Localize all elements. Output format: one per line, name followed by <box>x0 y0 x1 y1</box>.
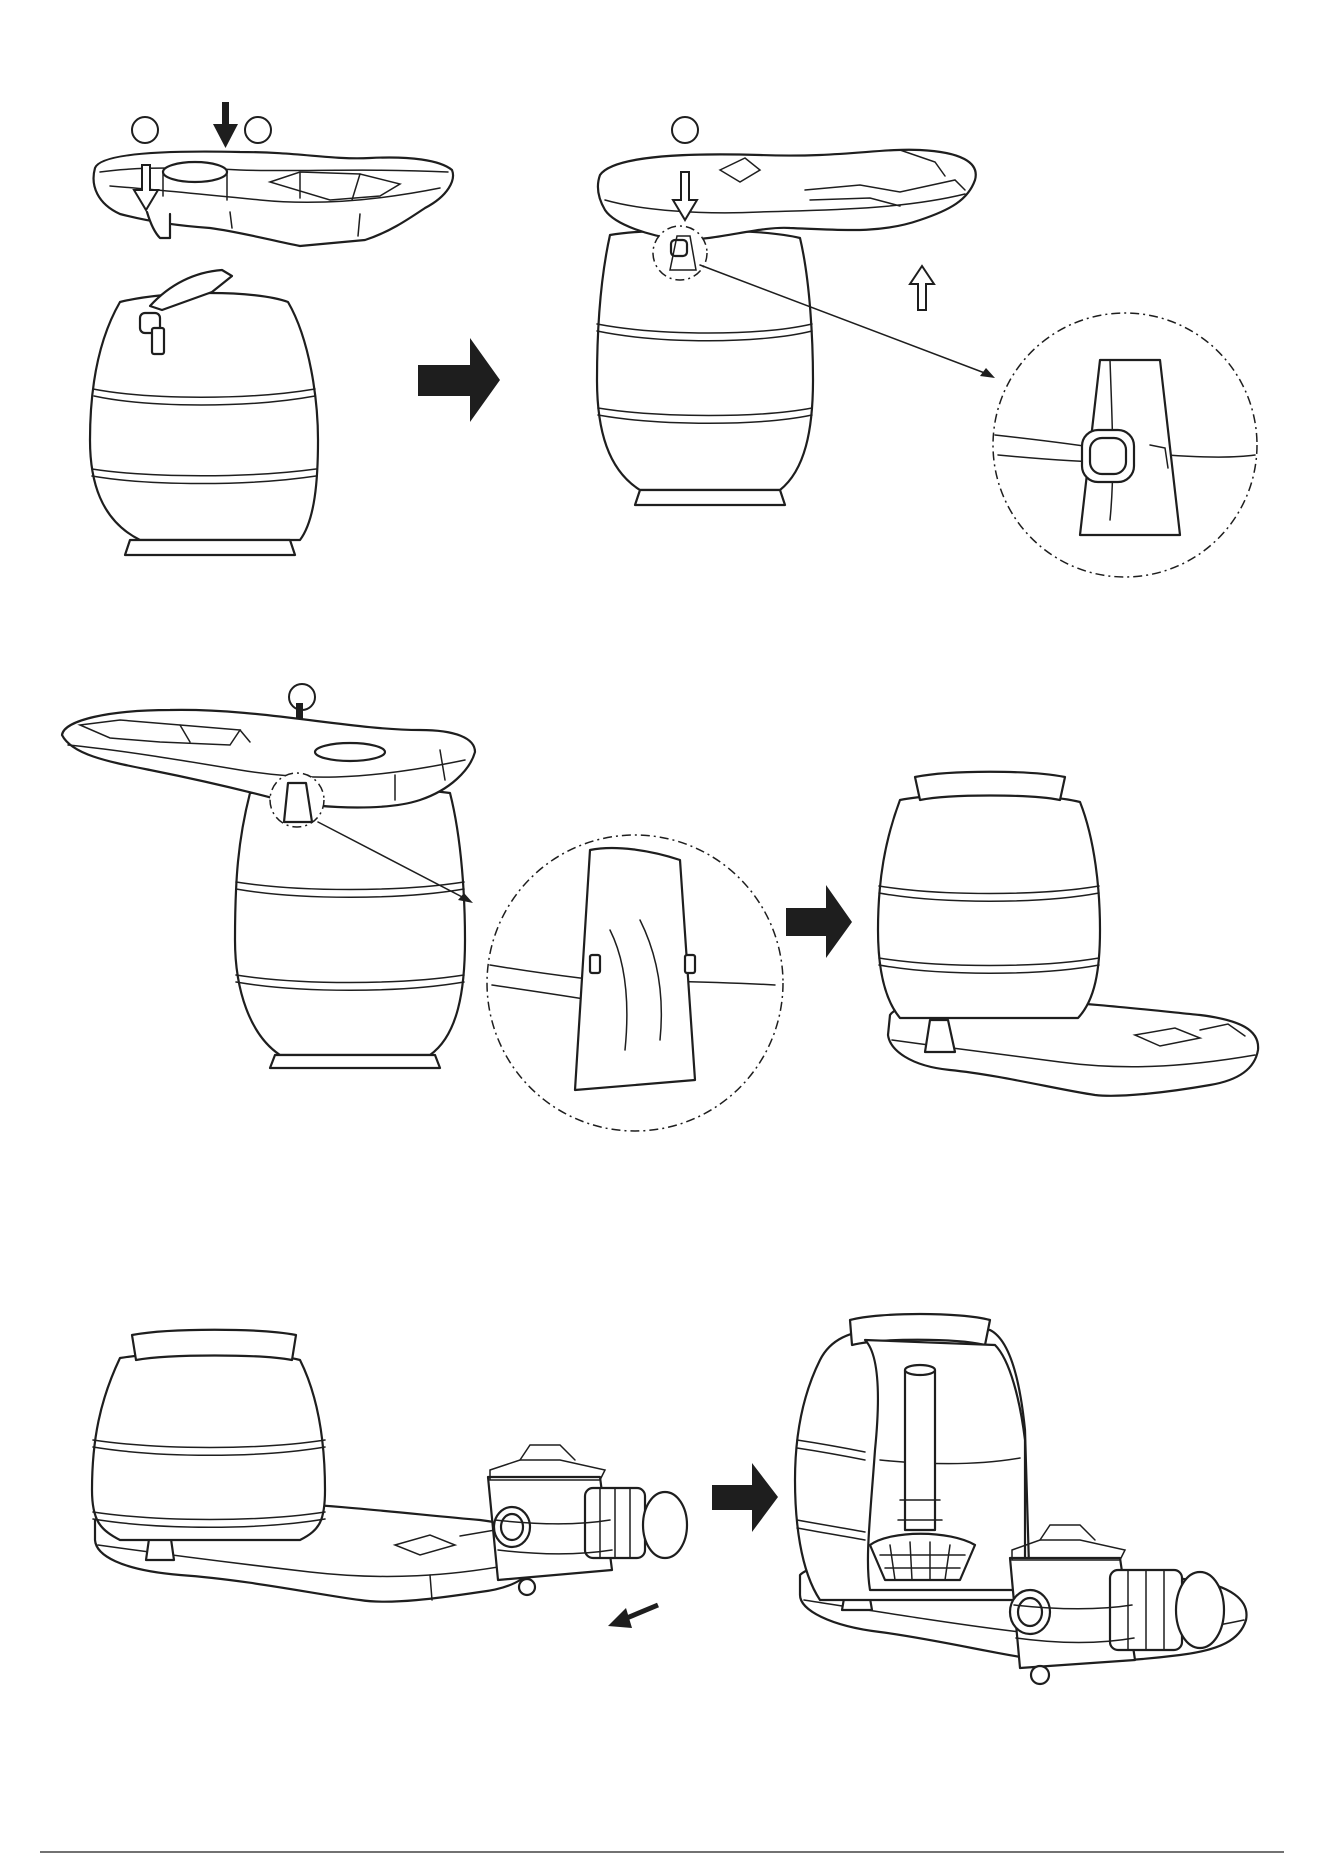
step-marker-circle <box>672 117 698 143</box>
next-step-arrow-icon <box>786 885 852 958</box>
step-3-illustration <box>62 684 783 1131</box>
down-arrow-icon <box>213 102 238 148</box>
pump-illustration <box>488 1445 687 1595</box>
step-marker-circle <box>245 117 271 143</box>
detail-zoom-circle <box>487 835 783 1131</box>
detail-zoom-circle <box>993 313 1257 577</box>
move-pump-arrow-icon <box>608 1605 658 1628</box>
next-step-arrow-icon <box>418 338 500 422</box>
pump-illustration <box>1010 1525 1224 1684</box>
step-3-result-illustration <box>878 772 1258 1096</box>
step-marker-circle <box>132 117 158 143</box>
sand-tank-illustration <box>90 270 318 555</box>
step-1-illustration <box>90 102 453 555</box>
hollow-up-arrow-icon <box>910 266 934 310</box>
next-step-arrow-icon <box>712 1463 778 1532</box>
step-4-result-illustration <box>795 1314 1247 1684</box>
step-2-illustration <box>597 117 1257 577</box>
step-4-illustration <box>92 1330 687 1628</box>
